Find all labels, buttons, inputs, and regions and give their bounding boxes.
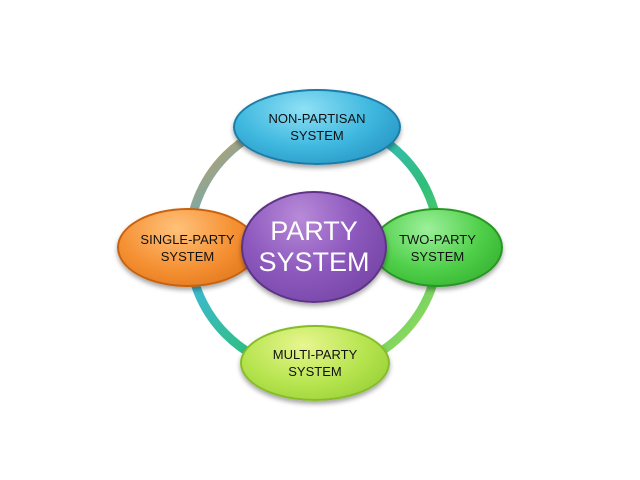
two-party-label: TWO-PARTY SYSTEM [399, 231, 476, 264]
node-non-partisan-system: NON-PARTISAN SYSTEM [233, 89, 401, 165]
node-two-party-system: TWO-PARTY SYSTEM [372, 208, 503, 287]
single-party-label: SINGLE-PARTY SYSTEM [140, 231, 235, 264]
node-single-party-system: SINGLE-PARTY SYSTEM [117, 208, 258, 287]
non-partisan-label: NON-PARTISAN SYSTEM [268, 111, 366, 143]
node-party-system: PARTY SYSTEM [241, 191, 387, 303]
node-multi-party-system: MULTI-PARTY SYSTEM [240, 325, 390, 401]
multi-party-label: MULTI-PARTY SYSTEM [272, 347, 358, 379]
party-system-label: PARTY SYSTEM [258, 216, 370, 277]
